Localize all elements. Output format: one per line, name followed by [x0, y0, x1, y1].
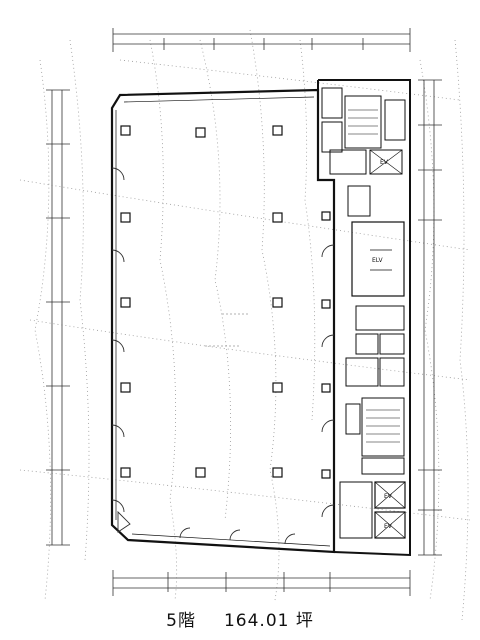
service-core	[317, 79, 411, 557]
floor-area-value: 164.01	[223, 611, 290, 631]
core-label-ev-lower-2: EV	[384, 523, 393, 530]
floor-label: 5階	[166, 611, 196, 631]
right-dimension-lines	[418, 79, 442, 556]
bottom-dimension-lines	[112, 570, 411, 596]
office-floor-outline	[110, 88, 336, 554]
core-labels: EV ELV EV EV	[372, 159, 393, 530]
background-dotted-lines	[19, 29, 471, 621]
structural-columns	[120, 125, 331, 479]
floor-area-unit: 坪	[295, 611, 314, 631]
core-label-elv-middle: ELV	[372, 257, 383, 264]
core-label-ev-lower-1: EV	[384, 493, 393, 500]
top-dimension-lines	[112, 28, 411, 52]
core-label-ev-upper: EV	[380, 159, 389, 166]
center-marks	[205, 313, 250, 347]
door-swings	[111, 167, 335, 545]
floor-caption: 5階 164.01 坪	[0, 606, 480, 631]
left-dimension-lines	[46, 89, 70, 546]
